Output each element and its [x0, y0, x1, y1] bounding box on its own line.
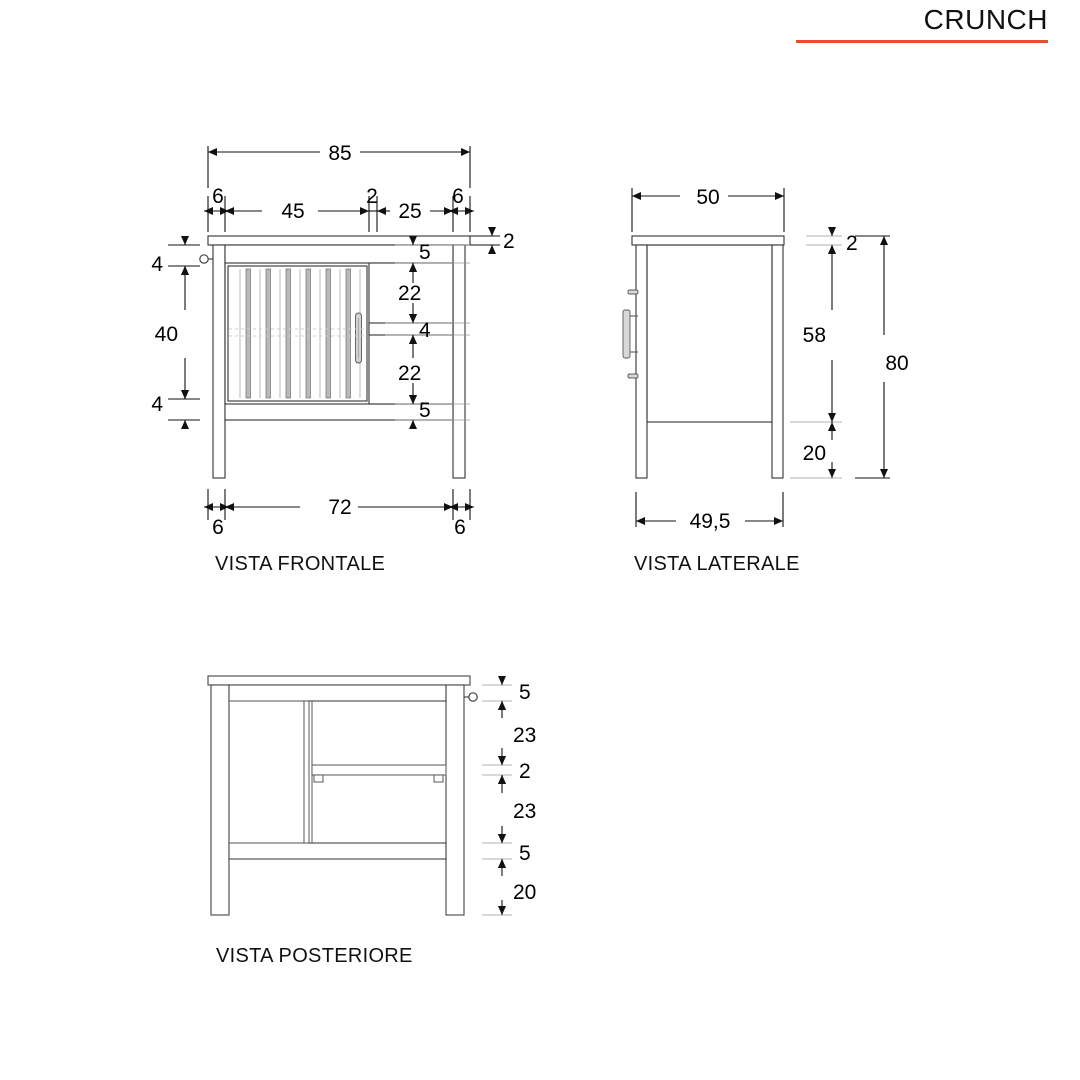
- dim-2-label: 2: [366, 185, 378, 208]
- dim-20-side-label: 20: [803, 442, 826, 465]
- dim-4-mid-label: 4: [419, 319, 431, 342]
- dim-49-5-label: 49,5: [690, 510, 731, 533]
- dim-6-right-label: 6: [452, 185, 464, 208]
- dim-25-label: 25: [398, 200, 421, 223]
- dim-front-right-chain: [385, 236, 470, 429]
- dim-front-top-chain: [204, 196, 474, 232]
- dim-side-right-chain: [790, 227, 842, 479]
- view-label-front: VISTA FRONTALE: [215, 553, 385, 575]
- rear-hinge-knob-icon: [464, 692, 478, 702]
- front-cabinet-outline: [207, 235, 471, 479]
- side-cabinet-outline: [631, 235, 785, 479]
- view-label-rear: VISTA POSTERIORE: [216, 945, 413, 967]
- door-slat-separators: [239, 269, 361, 398]
- rear-inner-structure: [229, 700, 447, 844]
- dim-22-bottom-label: 22: [398, 362, 421, 385]
- dim-side-overall-height: [855, 235, 890, 479]
- dim-4-top-label: 4: [151, 253, 163, 276]
- dim-6-bottomright-label: 6: [454, 516, 466, 539]
- dim-22-top-label: 22: [398, 282, 421, 305]
- side-handle-icon: [622, 309, 638, 359]
- dim-rear-5-bottom-label: 5: [519, 842, 531, 865]
- dim-5-bottom-label: 5: [419, 399, 431, 422]
- dim-rear-5-top-label: 5: [519, 681, 531, 704]
- brand-header: CRUNCH: [796, 6, 1048, 43]
- view-side: 50 2 58 20: [622, 186, 909, 575]
- dim-4-bottom-label: 4: [151, 393, 163, 416]
- dim-45-label: 45: [281, 200, 304, 223]
- dim-5-top-label: 5: [419, 241, 431, 264]
- dim-50-label: 50: [696, 186, 719, 209]
- dim-rear-23-top-label: 23: [513, 724, 536, 747]
- brand-name: CRUNCH: [923, 4, 1048, 35]
- dim-rear-right-chain: [482, 676, 512, 916]
- dim-2-side-label: 2: [846, 232, 858, 255]
- dim-6-bottomleft-label: 6: [212, 516, 224, 539]
- side-hinge-knobs-icon: [627, 289, 639, 379]
- front-hidden-lines: [229, 328, 366, 337]
- brand-underline: [796, 40, 1048, 43]
- dim-side-base-depth: [635, 492, 784, 527]
- rear-cabinet-outline: [207, 675, 471, 916]
- dim-80-label: 80: [885, 352, 908, 375]
- front-hinge-knob-icon: [199, 254, 213, 264]
- view-label-side: VISTA LATERALE: [634, 553, 800, 575]
- dim-72-label: 72: [328, 496, 351, 519]
- view-rear: 5 23 2 23 5 20 VISTA POSTERIORE: [207, 675, 536, 967]
- dim-40-label: 40: [155, 323, 178, 346]
- dim-front-overall-width: [207, 146, 471, 188]
- dim-85-label: 85: [328, 142, 351, 165]
- dim-rear-2-label: 2: [519, 760, 531, 783]
- door-slats: [245, 268, 351, 399]
- dim-front-bottom-chain: [204, 489, 474, 520]
- dim-side-depth: [631, 188, 785, 232]
- dim-6-left-label: 6: [212, 185, 224, 208]
- view-front: 85 6 45 2 25 6: [151, 142, 514, 575]
- dim-rear-23-bottom-label: 23: [513, 800, 536, 823]
- door-handle-icon: [355, 312, 362, 364]
- dim-58-label: 58: [803, 324, 826, 347]
- dim-2-top-label: 2: [503, 230, 515, 253]
- dim-front-top-thickness: [470, 227, 500, 254]
- dim-front-left-chain: [168, 236, 200, 429]
- front-slatted-door: [227, 265, 368, 402]
- dim-rear-20-label: 20: [513, 881, 536, 904]
